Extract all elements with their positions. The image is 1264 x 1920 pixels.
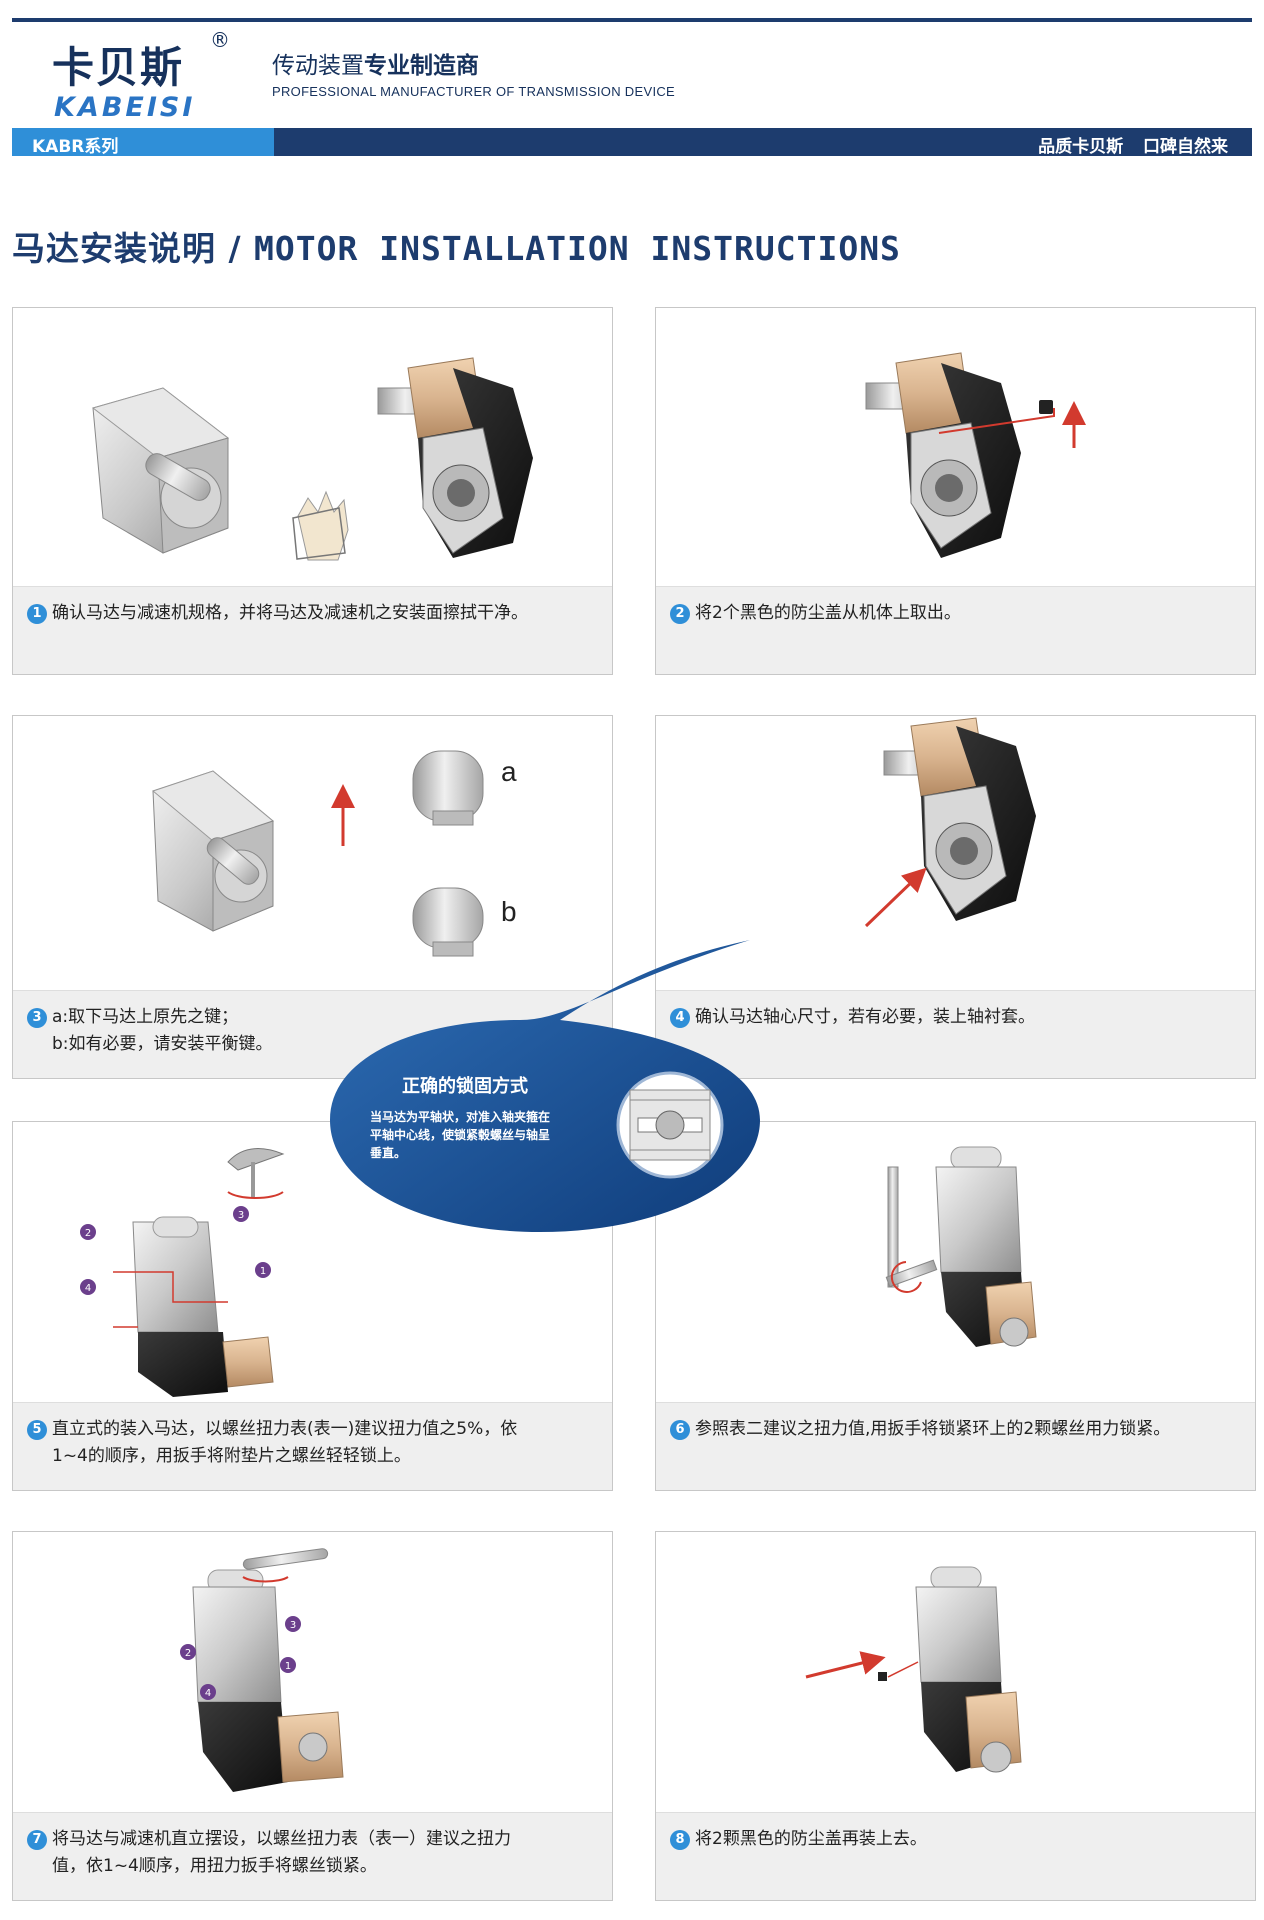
hex-key-image — [885, 1166, 938, 1293]
step-4-text: 确认马达轴心尺寸，若有必要，装上轴衬套。 — [695, 1007, 1035, 1027]
section-title-cn: 马达安装说明 — [12, 229, 216, 268]
step-3-illustration: a b — [13, 716, 612, 992]
marker-4: 4 — [205, 1688, 211, 1699]
brand-logo: 卡贝斯 ® KABEISI — [48, 28, 238, 123]
section-title-separator: / — [216, 229, 255, 268]
cleaning-cloth-image — [292, 490, 349, 561]
step-1-text: 确认马达与减速机规格，并将马达及减速机之安装面擦拭干净。 — [52, 603, 528, 623]
section-title: 马达安装说明 / MOTOR INSTALLATION INSTRUCTIONS — [12, 222, 901, 270]
marker-1: 1 — [285, 1661, 291, 1672]
brand-name-cn: 卡贝斯 — [52, 43, 185, 92]
assembly-image — [113, 1216, 274, 1397]
step-5-line-2: 1~4的顺序，用扳手将附垫片之螺丝轻轻锁上。 — [52, 1446, 411, 1466]
torque-wrench-image — [242, 1548, 329, 1583]
marker-2: 2 — [185, 1648, 191, 1659]
callout-text: 正确的锁固方式 当马达为平轴状，对准入轴夹箍在平轴中心线，使锁紧毂螺丝与轴呈垂直… — [370, 1072, 560, 1162]
step-8-illustration — [656, 1532, 1255, 1814]
step-number-badge: 4 — [670, 1008, 690, 1028]
step-6-text: 参照表二建议之扭力值,用扳手将锁紧环上的2颗螺丝用力锁紧。 — [695, 1419, 1171, 1439]
step-1-illustration — [13, 308, 612, 584]
key-a-image — [412, 750, 484, 826]
step-5-line-1: 直立式的装入马达，以螺丝扭力表(表一)建议扭力值之5%，依 — [52, 1419, 518, 1439]
tagline-en: PROFESSIONAL MANUFACTURER OF TRANSMISSIO… — [272, 84, 676, 99]
header-band: KABR系列 品质卡贝斯 口碑自然来 — [12, 128, 1252, 157]
step-number-badge: 3 — [27, 1008, 47, 1028]
marker-1: 1 — [260, 1266, 266, 1277]
wrench-image — [227, 1148, 285, 1200]
step-number-badge: 1 — [27, 604, 47, 624]
step-7-line-2: 值，依1~4顺序，用扭力扳手将螺丝锁紧。 — [52, 1856, 377, 1876]
callout-body: 当马达为平轴状，对准入轴夹箍在平轴中心线，使锁紧毂螺丝与轴呈垂直。 — [370, 1110, 551, 1160]
step-4-illustration — [656, 716, 1255, 992]
step-number-badge: 2 — [670, 604, 690, 624]
registered-mark: ® — [210, 28, 230, 52]
step-5-illustration: 2 4 3 1 — [13, 1122, 612, 1404]
step-7-markers: 2 4 3 1 — [180, 1616, 301, 1700]
series-tab — [12, 128, 274, 156]
reducer-image — [377, 357, 533, 558]
step-7-line-1: 将马达与减速机直立摆设，以螺丝扭力表（表一）建议之扭力 — [52, 1829, 511, 1849]
tagline-cn-plain: 传动装置 — [272, 53, 364, 79]
marker-2: 2 — [85, 1228, 91, 1239]
step-5-markers: 2 4 3 1 — [80, 1206, 271, 1295]
step-2-text: 将2个黑色的防尘盖从机体上取出。 — [695, 603, 961, 623]
series-label: KABR系列 — [32, 137, 119, 157]
key-b-image — [412, 887, 484, 957]
step-3-line-1: a:取下马达上原先之键； — [52, 1007, 239, 1027]
step-6-illustration — [656, 1122, 1255, 1404]
step-8-text: 将2颗黑色的防尘盖再装上去。 — [695, 1829, 927, 1849]
dust-cap-removal-indicator — [938, 400, 1086, 448]
assembly-image — [192, 1569, 344, 1792]
label-a: a — [501, 756, 517, 787]
reducer-image — [865, 352, 1021, 558]
header-top-rule — [12, 18, 1252, 22]
callout-title: 正确的锁固方式 — [402, 1076, 528, 1097]
step-number-badge: 5 — [27, 1420, 47, 1440]
step-number-badge: 7 — [27, 1830, 47, 1850]
step-number-badge: 6 — [670, 1420, 690, 1440]
assembly-image — [935, 1146, 1037, 1347]
brand-name-en: KABEISI — [54, 92, 196, 123]
tagline-cn: 传动装置专业制造商 — [272, 46, 479, 80]
marker-3: 3 — [238, 1210, 244, 1221]
section-title-en: MOTOR INSTALLATION INSTRUCTIONS — [254, 229, 901, 268]
tagline-cn-bold: 专业制造商 — [364, 53, 479, 79]
marker-4: 4 — [85, 1283, 91, 1294]
label-b: b — [501, 896, 517, 927]
reducer-image — [883, 717, 1036, 921]
step-7-illustration: 2 4 3 1 — [13, 1532, 612, 1814]
step-number-badge: 8 — [670, 1830, 690, 1850]
dust-cap-install-indicator — [805, 1651, 919, 1681]
step-3-line-2: b:如有必要，请安装平衡键。 — [52, 1034, 273, 1054]
motor-image — [151, 770, 275, 932]
assembly-image — [915, 1566, 1022, 1773]
insert-arrow — [864, 867, 927, 928]
marker-3: 3 — [290, 1620, 296, 1631]
slogan: 品质卡贝斯 口碑自然来 — [1038, 137, 1228, 157]
step-2-illustration — [656, 308, 1255, 584]
motor-image — [91, 387, 230, 554]
